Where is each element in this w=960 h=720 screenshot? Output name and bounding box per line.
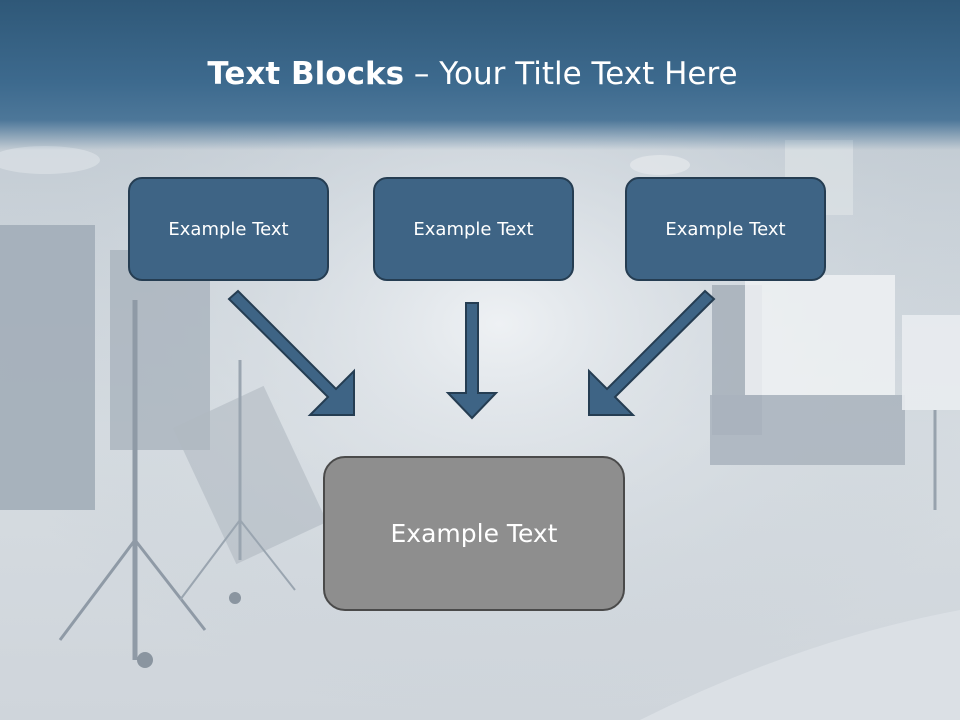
text-block-label: Example Text <box>665 218 786 240</box>
summary-block-label: Example Text <box>390 519 558 548</box>
slide-title[interactable]: Text Blocks – Your Title Text Here <box>0 52 945 96</box>
arrow-down-left-icon[interactable] <box>588 289 716 416</box>
text-block-1[interactable]: Example Text <box>128 177 329 281</box>
arrow-down-icon[interactable] <box>445 302 499 420</box>
text-block-label: Example Text <box>413 218 534 240</box>
title-bar <box>0 0 960 150</box>
text-block-label: Example Text <box>168 218 289 240</box>
title-rest: Your Title Text Here <box>439 56 738 92</box>
text-block-3[interactable]: Example Text <box>625 177 826 281</box>
arrow-down-right-icon[interactable] <box>227 289 355 416</box>
title-separator: – <box>404 56 440 92</box>
summary-block[interactable]: Example Text <box>323 456 625 611</box>
title-bold: Text Blocks <box>207 56 405 92</box>
text-block-2[interactable]: Example Text <box>373 177 574 281</box>
